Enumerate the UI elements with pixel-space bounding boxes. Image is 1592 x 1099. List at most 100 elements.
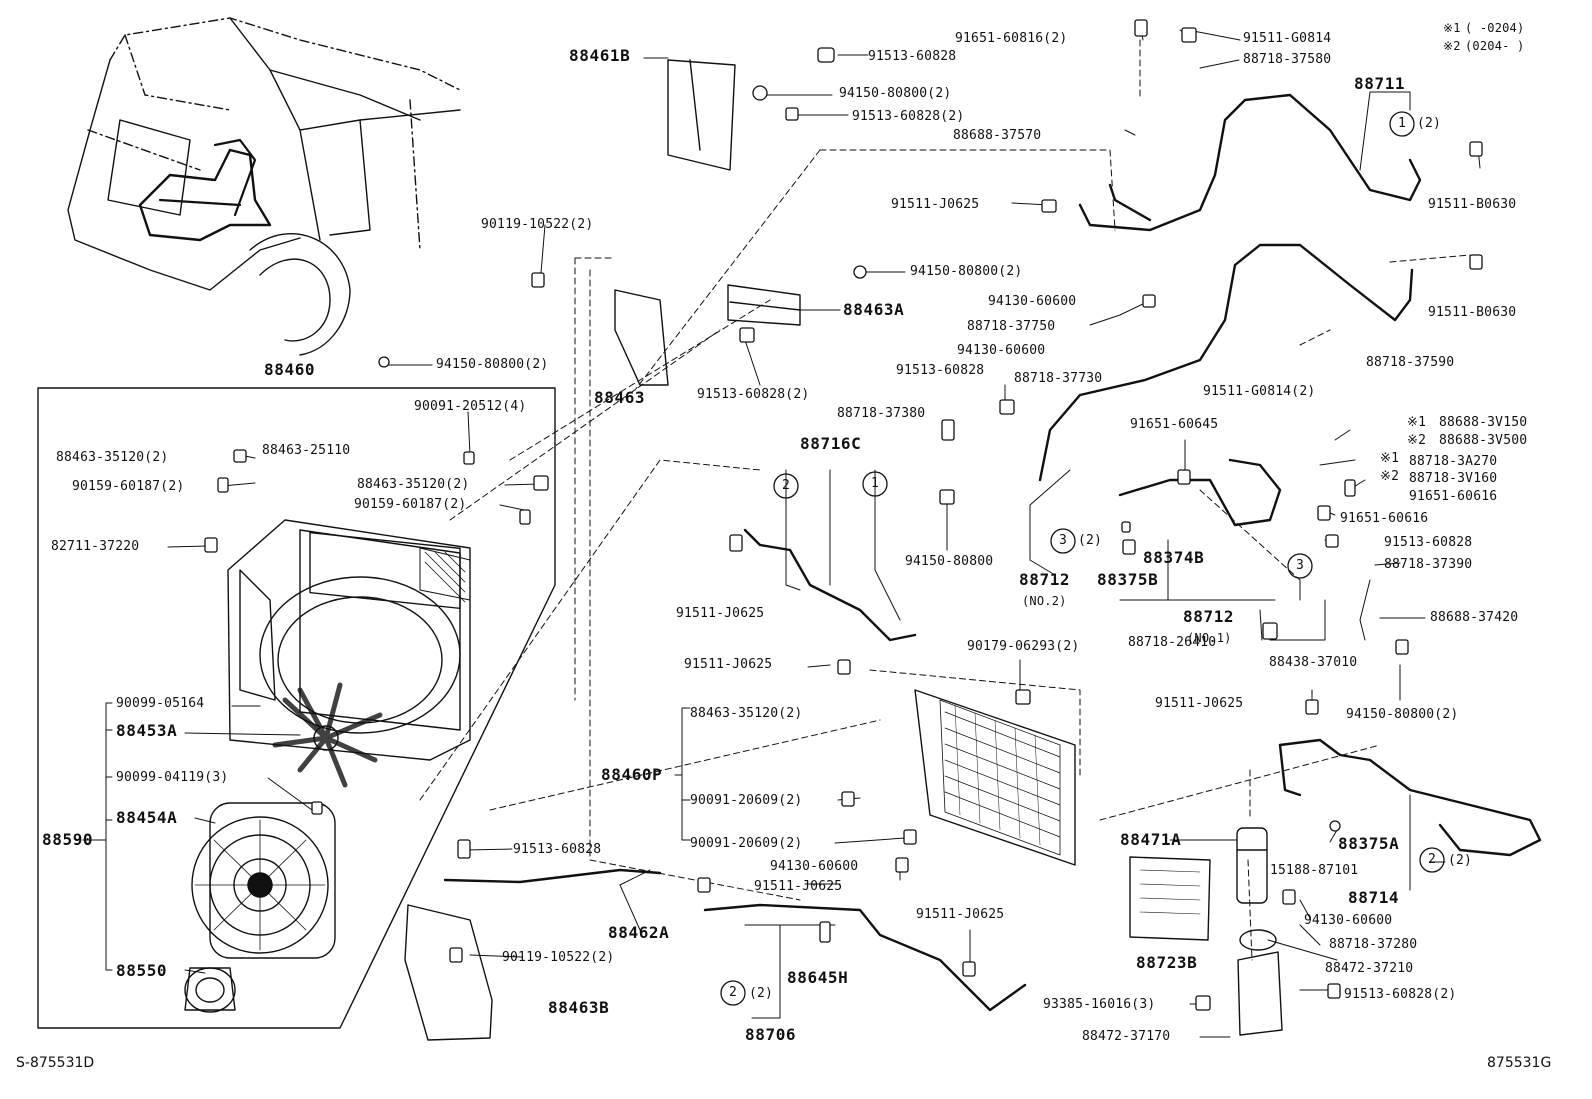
part-label: 90159-60187(2) — [72, 479, 185, 494]
part-label: 88463B — [548, 998, 610, 1017]
part-label: 91651-60645 — [1130, 417, 1219, 432]
part-label: 94150-80800(2) — [910, 264, 1023, 279]
part-label: 88718-37730 — [1014, 371, 1103, 386]
part-label: 91513-60828(2) — [1344, 987, 1457, 1002]
part-label: 90091-20609(2) — [690, 836, 803, 851]
fan-motor-88550 — [184, 967, 236, 1013]
part-label: 88460 — [264, 360, 316, 379]
part-label: 88718-26410 — [1128, 635, 1217, 650]
part-label: 88460P — [601, 765, 663, 784]
part-label: 91511-J0625 — [676, 606, 765, 621]
part-label: 15188-87101 — [1270, 863, 1359, 878]
legend-mark: ※1 — [1380, 451, 1400, 466]
part-label: 91513-60828(2) — [697, 387, 810, 402]
receiver-88471A — [1236, 827, 1268, 904]
part-label: 90179-06293(2) — [967, 639, 1080, 654]
part-label: 88438-37010 — [1269, 655, 1358, 670]
part-label: 94130-60600 — [1304, 913, 1393, 928]
part-label: 90091-20609(2) — [690, 793, 803, 808]
part-label: 88714 — [1348, 888, 1400, 907]
part-label: 94150-80800 — [905, 554, 994, 569]
pump-88472 — [1237, 929, 1283, 1036]
circle-mark: 2 — [1428, 852, 1437, 867]
part-label: 88463 — [594, 388, 646, 407]
part-label: (2) — [1078, 533, 1103, 548]
part-label: 88706 — [745, 1025, 797, 1044]
circle-mark: 3 — [1059, 533, 1068, 548]
part-label: 88463A — [843, 300, 905, 319]
part-label: 91513-60828(2) — [852, 109, 965, 124]
label-plate-88723B — [1129, 856, 1211, 941]
part-label: 88688-3V500 — [1439, 433, 1528, 448]
part-label: (NO.1) — [1187, 631, 1232, 645]
part-label: 88712 — [1019, 570, 1071, 589]
part-label: 88471A — [1120, 830, 1182, 849]
part-label: 88716C — [800, 434, 862, 453]
part-label: 88718-37280 — [1329, 937, 1418, 952]
part-label: 94130-60600 — [770, 859, 859, 874]
fan-assembly-box — [37, 387, 556, 1029]
condenser-88460P — [914, 689, 1076, 866]
part-label: 90099-04119(3) — [116, 770, 229, 785]
fan-shroud — [227, 519, 471, 761]
part-label: 88712 — [1183, 607, 1235, 626]
part-label: 88590 — [42, 830, 94, 849]
part-label: 91513-60828 — [513, 842, 602, 857]
part-label: 88463-35120(2) — [357, 477, 470, 492]
part-label: 88374B — [1143, 548, 1205, 567]
legend-mark: ※2 — [1443, 39, 1461, 53]
bracket-88461B — [667, 59, 736, 171]
part-label: 88375B — [1097, 570, 1159, 589]
part-label: 88718-37580 — [1243, 52, 1332, 67]
part-label: (2) — [1448, 853, 1473, 868]
footer-right-code: 875531G — [1487, 1055, 1552, 1071]
part-label: 88472-37210 — [1325, 961, 1414, 976]
part-label: 88463-25110 — [262, 443, 351, 458]
part-label: 88462A — [608, 923, 670, 942]
part-label: 88688-3V150 — [1439, 415, 1528, 430]
part-label: 93385-16016(3) — [1043, 997, 1156, 1012]
part-label: 91651-60616 — [1340, 511, 1429, 526]
part-label: 88463-35120(2) — [690, 706, 803, 721]
bracket-88463A — [727, 284, 801, 326]
part-label: 90119-10522(2) — [481, 217, 594, 232]
circle-mark: 1 — [871, 476, 880, 491]
part-label: 88718-37590 — [1366, 355, 1455, 370]
circle-mark: 3 — [1296, 558, 1305, 573]
legend-mark: ※1 — [1443, 21, 1461, 35]
part-label: (NO.2) — [1022, 594, 1067, 608]
circle-mark: 2 — [729, 985, 738, 1000]
footer-left-code: S-875531D — [16, 1055, 95, 1071]
part-label: 91511-G0814 — [1243, 31, 1332, 46]
part-label: 91513-60828 — [868, 49, 957, 64]
part-label: 88718-3V160 — [1409, 471, 1498, 486]
bracket-88463 — [614, 289, 669, 386]
bracket-88463B — [404, 904, 493, 1041]
part-label: 91511-J0625 — [891, 197, 980, 212]
part-label: 94150-80800(2) — [436, 357, 549, 372]
legend-mark: ※2 — [1407, 433, 1427, 448]
part-label: 94130-60600 — [957, 343, 1046, 358]
part-label: (2) — [749, 986, 774, 1001]
part-label: 90119-10522(2) — [502, 950, 615, 965]
part-label: 88718-37390 — [1384, 557, 1473, 572]
part-label: 88718-37750 — [967, 319, 1056, 334]
part-label: 91511-B0630 — [1428, 197, 1517, 212]
legend-mark: ※1 — [1407, 415, 1427, 430]
fan-blade — [272, 682, 383, 788]
vehicle-outline — [67, 17, 461, 356]
part-label: 91511-J0625 — [1155, 696, 1244, 711]
part-label: 91511-J0625 — [916, 907, 1005, 922]
part-label: 88375A — [1338, 834, 1400, 853]
part-label: 88472-37170 — [1082, 1029, 1171, 1044]
fasteners — [204, 19, 1483, 1011]
part-label: 88688-37420 — [1430, 610, 1519, 625]
part-label: 88550 — [116, 961, 168, 980]
part-label: 90159-60187(2) — [354, 497, 467, 512]
part-label: 91651-60616 — [1409, 489, 1498, 504]
circle-mark: 2 — [782, 478, 791, 493]
ac-pipes — [443, 93, 1542, 1012]
part-label: 88461B — [569, 46, 631, 65]
